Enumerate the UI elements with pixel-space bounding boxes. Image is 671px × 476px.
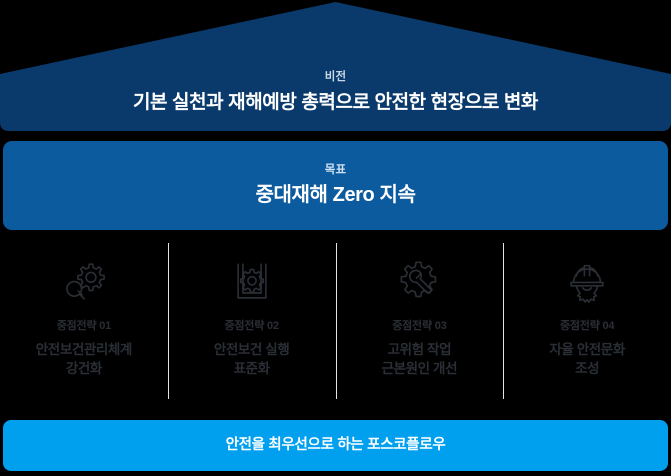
- footer-slogan-bar: 안전을 최우선으로 하는 포스코플로우: [3, 420, 668, 471]
- gear-wrench-icon: [392, 254, 446, 308]
- vision-roof-panel: 비전 기본 실천과 재해예방 총력으로 안전한 현장으로 변화: [0, 0, 671, 131]
- strategy-columns-row: 중점전략 01 안전보건관리체계 강건화 중점전략 02 안전보건 실행 표준화: [0, 240, 671, 402]
- two-gears-icon: [57, 254, 111, 308]
- strategy-label-04: 중점전략 04: [559, 320, 615, 332]
- goal-panel: 목표 중대재해 Zero 지속: [3, 141, 668, 230]
- strategy-column-02[interactable]: 중점전략 02 안전보건 실행 표준화: [167, 240, 336, 402]
- strategy-title-01: 안전보건관리체계 강건화: [35, 342, 133, 376]
- book-gear-icon: [225, 254, 279, 308]
- strategy-title-04: 자율 안전문화 조성: [549, 342, 625, 376]
- hardhat-gear-icon: [560, 254, 614, 308]
- strategy-label-01: 중점전략 01: [56, 320, 112, 332]
- goal-eyebrow-label: 목표: [324, 163, 347, 176]
- vision-text-group: 비전 기본 실천과 재해예방 총력으로 안전한 현장으로 변화: [0, 0, 671, 131]
- strategy-column-03[interactable]: 중점전략 03 고위험 작업 근본원인 개선: [335, 240, 504, 402]
- goal-headline: 중대재해 Zero 지속: [255, 184, 416, 207]
- strategy-title-03: 고위험 작업 근본원인 개선: [381, 342, 458, 376]
- strategy-column-04[interactable]: 중점전략 04 자율 안전문화 조성: [503, 240, 671, 402]
- strategy-column-01[interactable]: 중점전략 01 안전보건관리체계 강건화: [0, 240, 168, 402]
- vision-eyebrow-label: 비전: [324, 70, 347, 83]
- strategy-title-02: 안전보건 실행 표준화: [213, 342, 290, 376]
- roof-pentagon-shape: [0, 2, 671, 131]
- strategy-label-03: 중점전략 03: [392, 320, 447, 332]
- vision-headline: 기본 실천과 재해예방 총력으로 안전한 현장으로 변화: [132, 92, 539, 114]
- footer-slogan-text: 안전을 최우선으로 하는 포스코플로우: [225, 436, 446, 453]
- strategy-label-02: 중점전략 02: [224, 320, 279, 332]
